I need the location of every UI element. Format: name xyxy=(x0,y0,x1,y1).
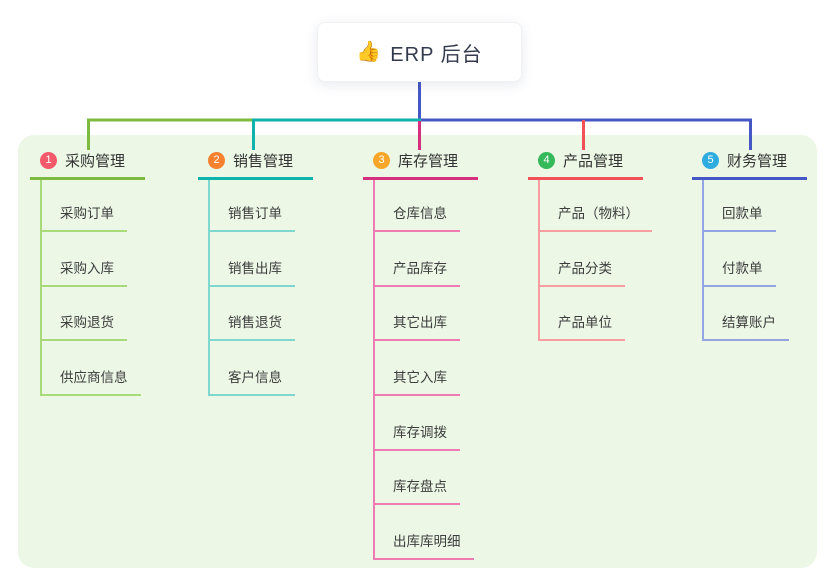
branch-inventory-header[interactable]: 3 库存管理 xyxy=(363,145,478,175)
branch-underline xyxy=(363,177,478,180)
node-customer-info[interactable]: 客户信息 xyxy=(210,341,295,397)
branch-number-badge: 1 xyxy=(40,151,57,169)
node-purchase-return[interactable]: 采购退货 xyxy=(42,287,127,342)
node-purchase-order[interactable]: 采购订单 xyxy=(42,180,127,232)
node-sales-return[interactable]: 销售退货 xyxy=(210,287,295,342)
node-product-unit[interactable]: 产品单位 xyxy=(540,287,625,342)
branch-sales-items: 销售订单 销售出库 销售退货 客户信息 xyxy=(208,180,295,397)
branch-underline xyxy=(198,177,313,180)
node-receipt-order[interactable]: 回款单 xyxy=(704,180,776,232)
node-outbound-detail[interactable]: 出库库明细 xyxy=(375,505,474,561)
branch-purchase-items: 采购订单 采购入库 采购退货 供应商信息 xyxy=(40,180,141,397)
branch-number-badge: 4 xyxy=(538,151,555,169)
branch-label: 销售管理 xyxy=(233,152,294,170)
branch-finance-items: 回款单 付款单 结算账户 xyxy=(702,180,789,342)
thumbs-up-icon: 👍 xyxy=(356,41,382,63)
branch-finance: 5 财务管理 回款单 付款单 结算账户 xyxy=(692,145,807,342)
root-node-erp[interactable]: 👍 ERP 后台 xyxy=(317,22,522,82)
branch-sales-header[interactable]: 2 销售管理 xyxy=(198,145,313,175)
branch-number-badge: 3 xyxy=(373,151,390,169)
branch-inventory: 3 库存管理 仓库信息 产品库存 其它出库 其它入库 库存调拨 库存盘点 出库库… xyxy=(363,145,478,561)
node-product-category[interactable]: 产品分类 xyxy=(540,232,625,287)
node-purchase-inbound[interactable]: 采购入库 xyxy=(42,232,127,287)
node-product-stock[interactable]: 产品库存 xyxy=(375,232,460,287)
node-other-outbound[interactable]: 其它出库 xyxy=(375,287,460,342)
node-warehouse-info[interactable]: 仓库信息 xyxy=(375,180,460,232)
node-stock-count[interactable]: 库存盘点 xyxy=(375,451,460,506)
branch-label: 产品管理 xyxy=(563,152,624,170)
branch-number-badge: 2 xyxy=(208,151,225,169)
branch-label: 财务管理 xyxy=(727,152,788,170)
branch-underline xyxy=(528,177,643,180)
node-product-material[interactable]: 产品（物料） xyxy=(540,180,652,232)
node-sales-outbound[interactable]: 销售出库 xyxy=(210,232,295,287)
node-sales-order[interactable]: 销售订单 xyxy=(210,180,295,232)
node-payment-order[interactable]: 付款单 xyxy=(704,232,776,287)
node-settlement-account[interactable]: 结算账户 xyxy=(704,287,789,342)
branch-product-items: 产品（物料） 产品分类 产品单位 xyxy=(538,180,652,342)
branch-underline xyxy=(692,177,807,180)
node-other-inbound[interactable]: 其它入库 xyxy=(375,341,460,397)
node-supplier-info[interactable]: 供应商信息 xyxy=(42,341,141,397)
branch-label: 库存管理 xyxy=(398,152,459,170)
branch-product-header[interactable]: 4 产品管理 xyxy=(528,145,652,175)
branch-purchase-header[interactable]: 1 采购管理 xyxy=(30,145,145,175)
node-stock-transfer[interactable]: 库存调拨 xyxy=(375,396,460,451)
branch-underline xyxy=(30,177,145,180)
branch-product: 4 产品管理 产品（物料） 产品分类 产品单位 xyxy=(528,145,652,342)
branch-number-badge: 5 xyxy=(702,151,719,169)
branch-purchase: 1 采购管理 采购订单 采购入库 采购退货 供应商信息 xyxy=(30,145,145,397)
branch-label: 采购管理 xyxy=(65,152,126,170)
branches-background-panel xyxy=(18,135,817,568)
root-title: ERP 后台 xyxy=(390,43,483,66)
branch-finance-header[interactable]: 5 财务管理 xyxy=(692,145,807,175)
branch-sales: 2 销售管理 销售订单 销售出库 销售退货 客户信息 xyxy=(198,145,313,397)
branch-inventory-items: 仓库信息 产品库存 其它出库 其它入库 库存调拨 库存盘点 出库库明细 xyxy=(373,180,474,561)
